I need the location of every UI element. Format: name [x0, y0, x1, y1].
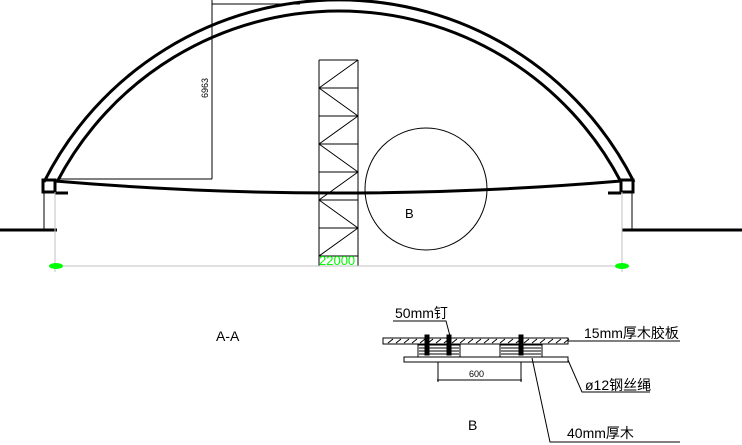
hatch-line: [467, 338, 474, 344]
hatch-line: [483, 338, 490, 344]
hatch-line: [531, 338, 538, 344]
tie-cable: [54, 179, 622, 195]
truss-member: [318, 199, 359, 229]
nail: [518, 334, 524, 356]
hatch-line: [547, 338, 554, 344]
spacing-dim-label: 600: [469, 369, 484, 379]
hatch-line: [475, 338, 482, 344]
wood-label: 40mm厚木: [567, 425, 634, 441]
scaffold-tower: [318, 59, 359, 266]
truss-member: [318, 143, 359, 173]
hatch-line: [491, 338, 498, 344]
span-dim-label: 22000: [319, 253, 355, 268]
hatch-line: [459, 338, 466, 344]
hatch-line: [563, 338, 570, 344]
arch: [42, 0, 636, 183]
board-label: 15mm厚木胶板: [584, 325, 679, 341]
section-title: A-A: [216, 328, 240, 344]
truss-member: [318, 87, 359, 117]
hatch-line: [555, 338, 562, 344]
hatch-line: [435, 338, 442, 344]
height-dim-label: 6963: [200, 78, 210, 98]
hatch-line: [499, 338, 506, 344]
hatch-line: [403, 338, 410, 344]
hatch-line: [523, 338, 530, 344]
hatch-line: [451, 338, 458, 344]
hatch-line: [411, 338, 418, 344]
nail: [424, 334, 430, 356]
left-support: [41, 178, 68, 230]
truss-member: [318, 115, 359, 145]
hatch-line: [507, 338, 514, 344]
hatch-line: [419, 338, 426, 344]
circle-label: B: [405, 206, 414, 221]
right-support: [608, 178, 635, 230]
bottom-timber: [403, 356, 569, 363]
detail-b-circle: [364, 127, 488, 251]
truss-member: [318, 227, 359, 257]
detail-b: [382, 320, 680, 443]
detail-title: B: [468, 417, 477, 433]
nail: [446, 334, 452, 356]
truss-member: [318, 171, 359, 201]
hatch-line: [387, 338, 394, 344]
height-dimension: [60, 0, 300, 180]
nail-label: 50mm钉: [395, 305, 448, 321]
hatch-line: [395, 338, 402, 344]
span-dimension: [49, 192, 629, 272]
rope-label: ø12钢丝绳: [585, 377, 651, 393]
hatch-line: [539, 338, 546, 344]
truss-member: [318, 59, 359, 89]
